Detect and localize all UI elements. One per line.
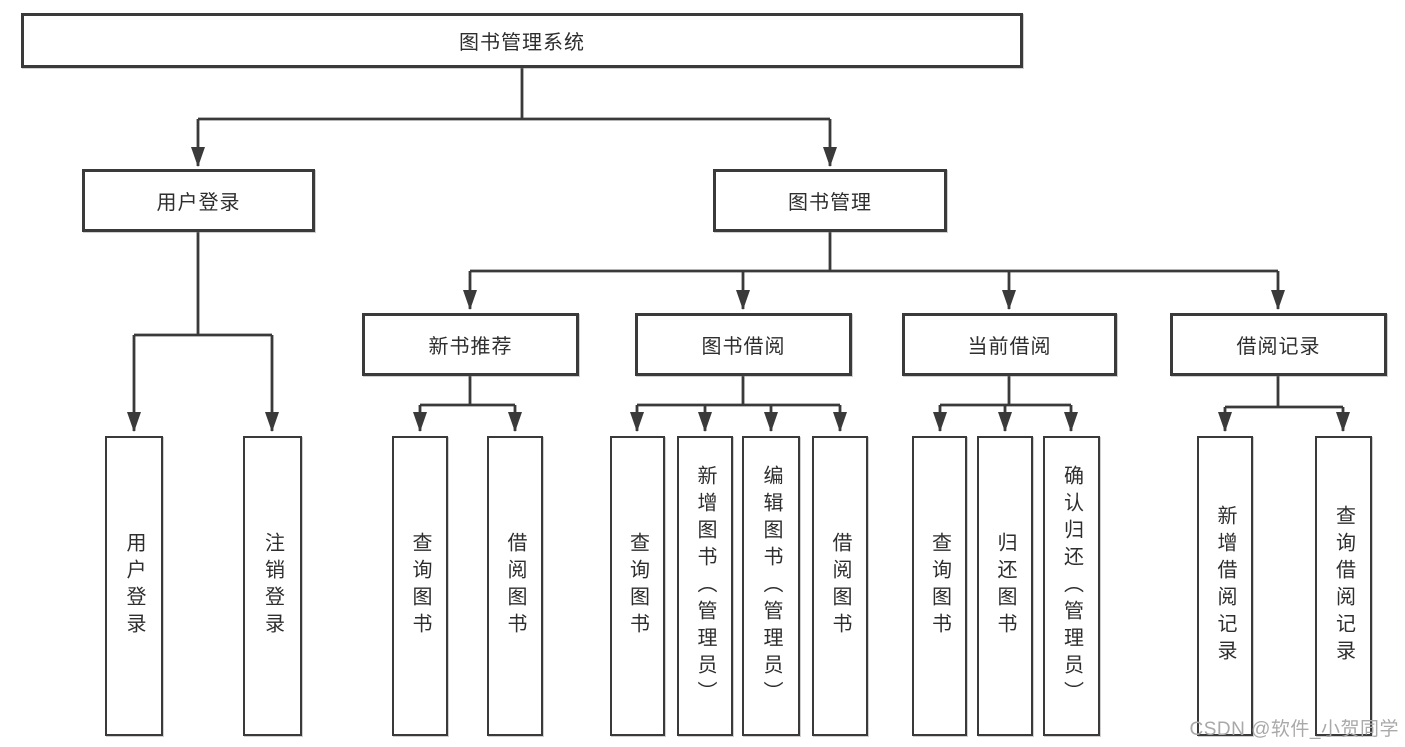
node-borrow-records: 借阅记录 bbox=[1170, 313, 1387, 376]
leaf-borrow-books-recommend: 借阅图书 bbox=[487, 436, 543, 736]
leaf-query-books-recommend: 查询图书 bbox=[392, 436, 448, 736]
leaf-query-books-borrow: 查询图书 bbox=[610, 436, 665, 736]
node-book-borrow: 图书借阅 bbox=[635, 313, 852, 376]
leaf-user-login: 用户登录 bbox=[105, 436, 163, 736]
node-label: 图书管理系统 bbox=[459, 32, 585, 54]
csdn-watermark: CSDN @软件_小贺同学 bbox=[1189, 719, 1399, 740]
node-book-management: 图书管理 bbox=[713, 169, 947, 232]
node-user-login: 用户登录 bbox=[82, 169, 315, 232]
node-label: 新增借阅记录 bbox=[1214, 505, 1236, 667]
node-label: 注销登录 bbox=[261, 532, 284, 640]
node-label: 编辑图书（管理员） bbox=[760, 464, 782, 708]
node-label: 确认归还（管理员） bbox=[1060, 464, 1083, 708]
node-label: 查询图书 bbox=[928, 532, 951, 640]
node-label: 新增图书（管理员） bbox=[694, 464, 716, 708]
leaf-add-book-admin: 新增图书（管理员） bbox=[677, 436, 733, 736]
node-new-book-recommend: 新书推荐 bbox=[362, 313, 579, 376]
node-label: 查询借阅记录 bbox=[1332, 505, 1355, 667]
node-root-library-system: 图书管理系统 bbox=[21, 13, 1023, 68]
node-label: 新书推荐 bbox=[428, 336, 513, 358]
node-current-borrow: 当前借阅 bbox=[902, 313, 1117, 376]
node-label: 归还图书 bbox=[994, 532, 1016, 640]
leaf-confirm-return-admin: 确认归还（管理员） bbox=[1043, 436, 1100, 736]
node-label: 图书管理 bbox=[788, 192, 872, 214]
leaf-edit-book-admin: 编辑图书（管理员） bbox=[742, 436, 800, 736]
node-label: 当前借阅 bbox=[967, 336, 1052, 358]
node-label: 用户登录 bbox=[156, 192, 241, 214]
node-label: 借阅图书 bbox=[504, 532, 526, 640]
leaf-return-book: 归还图书 bbox=[977, 436, 1033, 736]
node-label: 借阅记录 bbox=[1236, 336, 1321, 358]
leaf-borrow-books-borrow: 借阅图书 bbox=[812, 436, 868, 736]
node-label: 图书借阅 bbox=[701, 336, 786, 358]
leaf-query-books-current: 查询图书 bbox=[912, 436, 967, 736]
leaf-logout: 注销登录 bbox=[243, 436, 302, 736]
node-label: 借阅图书 bbox=[829, 532, 851, 640]
node-label: 用户登录 bbox=[123, 532, 145, 640]
leaf-query-borrow-record: 查询借阅记录 bbox=[1315, 436, 1372, 736]
node-label: 查询图书 bbox=[626, 532, 649, 640]
node-label: 查询图书 bbox=[409, 532, 431, 640]
leaf-add-borrow-record: 新增借阅记录 bbox=[1197, 436, 1253, 736]
